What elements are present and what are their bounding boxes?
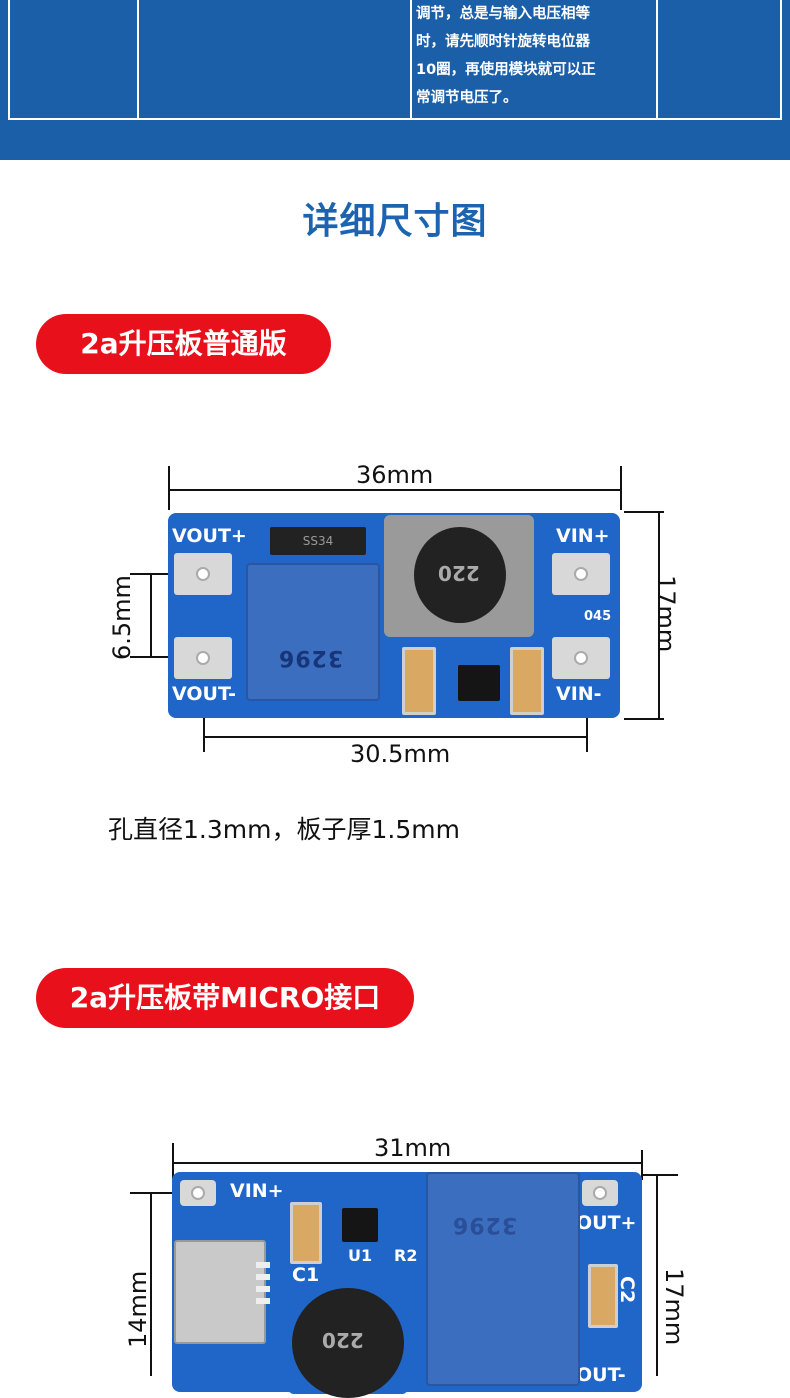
capacitor [402, 647, 436, 715]
capacitor-c1 [290, 1202, 322, 1264]
capacitor [510, 647, 544, 715]
table-cell-line: 10圈，再使用模块就可以正 [416, 62, 596, 78]
pad-out [582, 1180, 618, 1206]
inductor-coil: 220 [292, 1288, 404, 1398]
pad-vin-minus [552, 637, 610, 679]
dim-width-label: 31mm [374, 1134, 452, 1162]
potentiometer: 3296 [246, 563, 380, 701]
dim-line-height [658, 511, 660, 719]
dim-height-right-label: 17mm [660, 1268, 688, 1346]
usb-pin [256, 1274, 270, 1280]
dim-line-width [168, 489, 622, 491]
diode-ss34: SS34 [270, 527, 366, 555]
dim-tick [642, 1174, 678, 1176]
board-code-label: 045 [584, 609, 612, 624]
pad-vin-plus [552, 553, 610, 595]
usb-pin [256, 1286, 270, 1292]
vin-plus-label: VIN+ [556, 525, 610, 547]
dim-tick [624, 718, 664, 720]
micro-usb-port [174, 1240, 266, 1344]
dim-line-height-right [656, 1174, 658, 1376]
dim-tick [641, 1150, 643, 1180]
c1-label: C1 [292, 1264, 320, 1286]
dim-line-hole-width [203, 736, 588, 738]
usb-pin [256, 1298, 270, 1304]
pcb-board-micro: VIN+ OUT+ OUT- C1 U1 R2 220 3296 C2 [172, 1172, 642, 1398]
dim-line-width [172, 1162, 643, 1164]
dim-tick [130, 1192, 210, 1194]
hole-note: 孔直径1.3mm，板子厚1.5mm [108, 815, 460, 844]
dim-hole-spacing-label: 6.5mm [108, 575, 136, 660]
pot-label: 3296 [278, 645, 344, 670]
dim-width-label: 36mm [356, 461, 434, 489]
pot-label: 3296 [452, 1212, 518, 1237]
spec-table-band: 调节，总是与输入电压相等 时，请先顺时针旋转电位器 10圈，再使用模块就可以正 … [0, 0, 790, 160]
dim-tick [620, 466, 622, 510]
vin-minus-label: VIN- [556, 683, 602, 705]
r2-label: R2 [394, 1246, 418, 1265]
badge-board-micro: 2a升压板带MICRO接口 [36, 968, 414, 1028]
vout-minus-label: VOUT- [172, 683, 237, 705]
table-divider [656, 0, 658, 118]
table-cell-note: 调节，总是与输入电压相等 时，请先顺时针旋转电位器 10圈，再使用模块就可以正 … [416, 0, 666, 112]
dim-tick [130, 573, 205, 575]
dim-tick [168, 466, 170, 510]
inductor: 220 [288, 1284, 408, 1398]
inductor-label: 220 [438, 561, 480, 585]
c2-label: C2 [616, 1276, 638, 1304]
badge-board-standard: 2a升压板普通版 [36, 314, 331, 374]
out-minus-label: OUT- [576, 1364, 626, 1386]
u1-label: U1 [348, 1246, 373, 1265]
spec-table: 调节，总是与输入电压相等 时，请先顺时针旋转电位器 10圈，再使用模块就可以正 … [8, 0, 782, 120]
potentiometer: 3296 [426, 1172, 580, 1386]
table-cell-line: 常调节电压了。 [416, 90, 518, 106]
dim-height-left-label: 14mm [124, 1270, 152, 1348]
vin-plus-label: VIN+ [230, 1180, 284, 1202]
pad-vout-minus [174, 637, 232, 679]
dim-height-label: 17mm [652, 575, 680, 653]
dim-tick [624, 511, 664, 513]
vout-plus-label: VOUT+ [172, 525, 247, 547]
inductor: 220 [384, 515, 534, 637]
usb-pin [256, 1262, 270, 1268]
table-divider [410, 0, 412, 118]
pad-vout-plus [174, 553, 232, 595]
ic-u1 [342, 1208, 378, 1242]
section-title: 详细尺寸图 [302, 201, 488, 242]
pad-vin [180, 1180, 216, 1206]
table-cell-line: 时，请先顺时针旋转电位器 [416, 34, 590, 50]
dim-tick [172, 1143, 174, 1179]
table-cell-line: 调节，总是与输入电压相等 [416, 6, 590, 22]
dim-hole-width-label: 30.5mm [350, 740, 451, 768]
pcb-board-standard: VOUT+ VOUT- VIN+ VIN- 045 SS34 3296 220 [168, 513, 620, 718]
dim-line-hole-spacing [150, 573, 152, 658]
dim-line-height-left [150, 1192, 152, 1376]
capacitor-c2 [588, 1264, 618, 1328]
table-divider [137, 0, 139, 118]
inductor-label: 220 [322, 1328, 364, 1352]
out-plus-label: OUT+ [576, 1212, 637, 1234]
inductor-coil: 220 [414, 527, 506, 623]
ic-chip [458, 665, 500, 701]
dim-tick [130, 656, 205, 658]
